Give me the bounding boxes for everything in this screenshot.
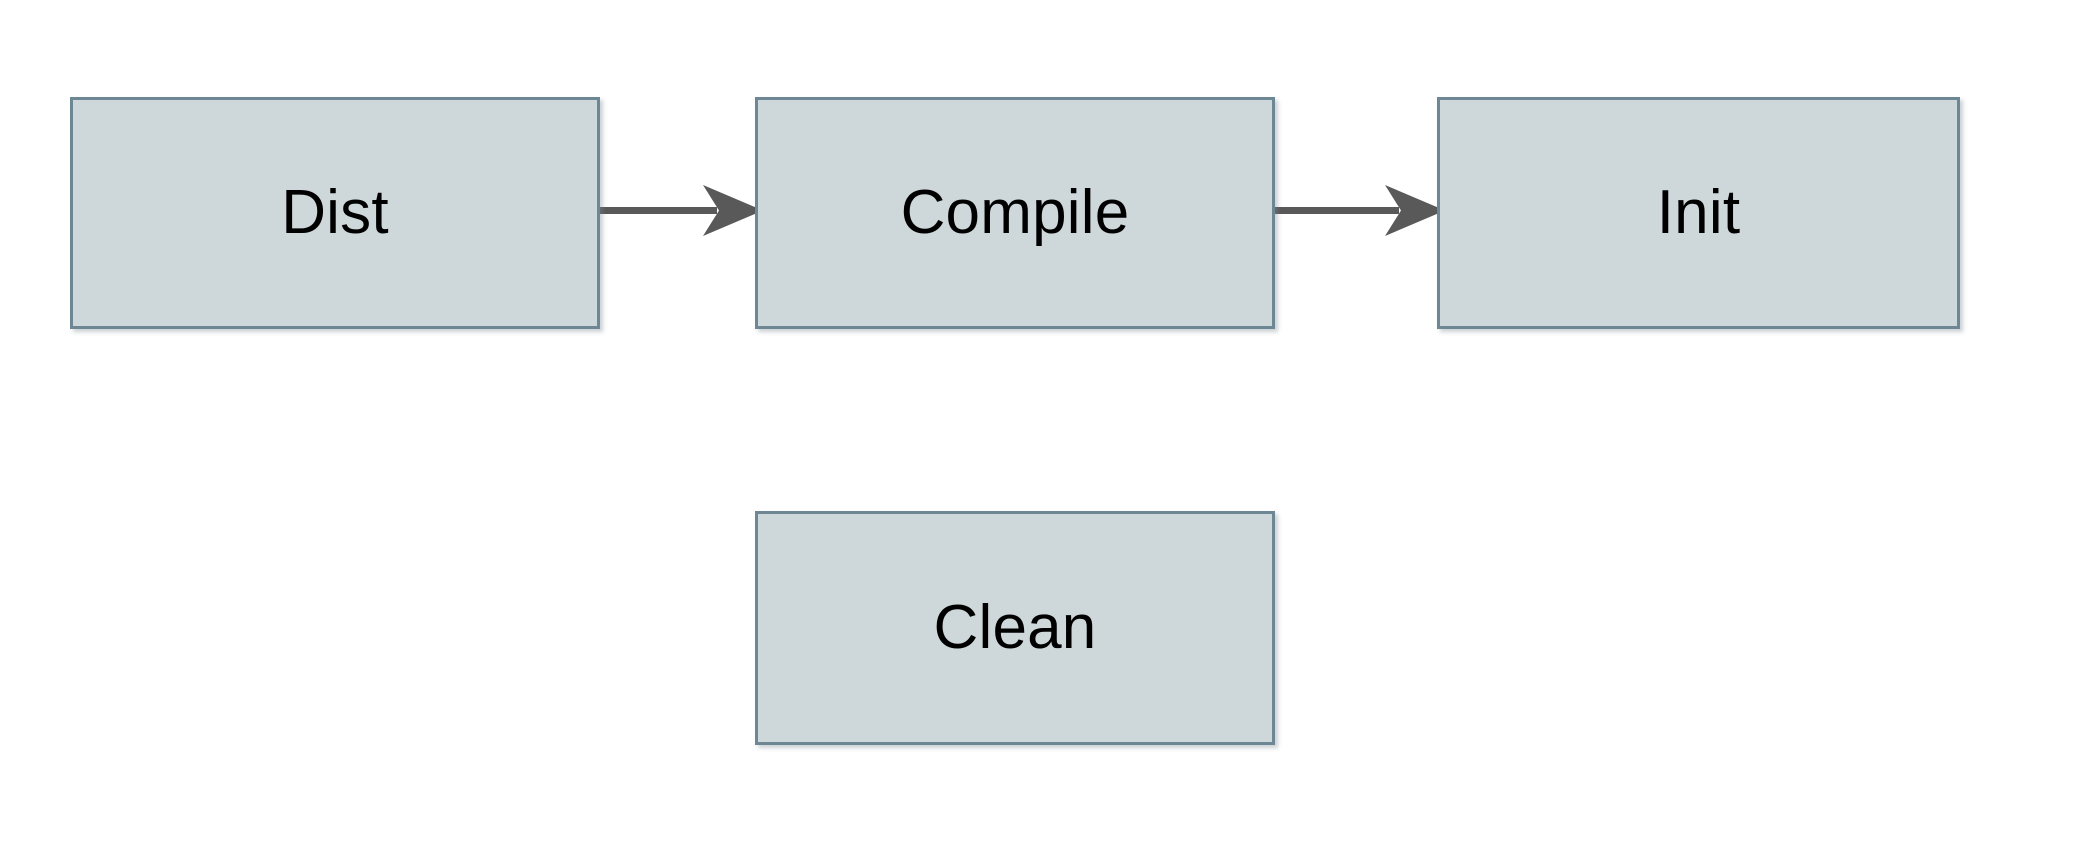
edge-compile-to-init[interactable] (1270, 178, 1445, 244)
arrow-shaft (595, 207, 717, 214)
node-clean[interactable]: Clean (755, 511, 1275, 745)
node-init[interactable]: Init (1437, 97, 1960, 329)
arrowhead-icon (703, 185, 763, 236)
node-compile-label: Compile (900, 178, 1130, 247)
node-dist-label: Dist (281, 178, 389, 247)
edge-dist-to-compile[interactable] (595, 178, 763, 244)
node-clean-label: Clean (933, 593, 1097, 662)
node-compile[interactable]: Compile (755, 97, 1275, 329)
arrowhead-icon (1385, 185, 1445, 236)
arrow-shaft (1270, 207, 1399, 214)
node-dist[interactable]: Dist (70, 97, 600, 329)
node-init-label: Init (1656, 178, 1741, 247)
